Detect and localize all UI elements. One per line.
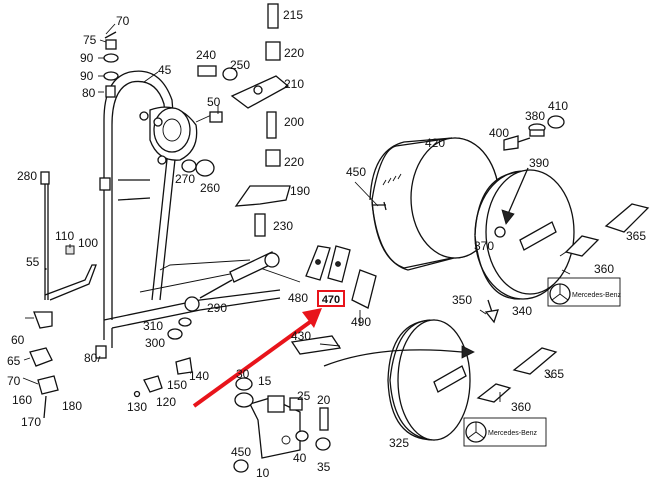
part-label[interactable]: 80 (84, 351, 98, 365)
part-label[interactable]: 90 (80, 51, 94, 65)
part-label[interactable]: 65 (7, 354, 21, 368)
assembly-arrow-head (461, 345, 475, 359)
part-label[interactable]: 450 (346, 165, 366, 179)
part-label[interactable]: 70 (116, 14, 130, 28)
part-label[interactable]: 280 (17, 169, 37, 183)
part-label[interactable]: 55 (26, 255, 40, 269)
pointer-arrow (507, 167, 529, 215)
part-label[interactable]: 230 (273, 219, 293, 233)
part-label[interactable]: 260 (200, 181, 220, 195)
part-label[interactable]: 200 (284, 115, 304, 129)
highlighted-part-box[interactable] (317, 290, 345, 307)
part-label[interactable]: 30 (236, 367, 250, 381)
part-label[interactable]: 90 (80, 69, 94, 83)
emblems (463, 203, 650, 447)
part-label[interactable]: 215 (283, 8, 303, 22)
part-label[interactable]: 480 (288, 291, 308, 305)
part-label[interactable]: 380 (525, 109, 545, 123)
cover-ring (474, 169, 575, 324)
part-label[interactable]: 140 (189, 369, 209, 383)
gas-strut (167, 251, 280, 340)
part-label[interactable]: 45 (158, 63, 172, 77)
part-label[interactable]: 110 (55, 229, 74, 243)
rod-assembly (29, 171, 97, 419)
part-label[interactable]: 270 (175, 172, 195, 186)
part-label[interactable]: 60 (11, 333, 25, 347)
part-label[interactable]: 75 (83, 33, 97, 47)
part-label[interactable]: 120 (156, 395, 176, 409)
part-label[interactable]: 40 (293, 451, 307, 465)
part-label[interactable]: 240 (196, 48, 216, 62)
part-label[interactable]: 100 (78, 236, 98, 250)
part-label[interactable]: 365 (626, 229, 646, 243)
leader-lines (22, 23, 571, 402)
part-labels: 70 75 90 90 80 45 215 220 240 250 210 50… (7, 8, 646, 479)
part-label[interactable]: 10 (256, 466, 270, 479)
assembly-arrow (323, 349, 463, 367)
part-label[interactable]: 490 (351, 315, 371, 329)
highlighted-part-number[interactable]: 470 (322, 294, 340, 306)
mount-bracket (233, 377, 331, 473)
part-label[interactable]: 170 (21, 415, 41, 429)
part-label[interactable]: 35 (317, 460, 331, 474)
part-label[interactable]: 360 (511, 400, 531, 414)
part-label[interactable]: 290 (207, 301, 227, 315)
part-label[interactable]: 300 (145, 336, 165, 350)
part-label[interactable]: 25 (297, 389, 311, 403)
part-label[interactable]: 370 (474, 239, 494, 253)
part-label[interactable]: 410 (548, 99, 568, 113)
top-column-parts (181, 3, 291, 237)
part-label[interactable]: 325 (389, 436, 409, 450)
pointer-arrow-head (501, 209, 515, 225)
clip-parts (305, 245, 377, 309)
part-label[interactable]: 15 (258, 374, 272, 388)
part-label[interactable]: 70 (7, 374, 21, 388)
part-label[interactable]: 130 (127, 400, 147, 414)
part-label[interactable]: 160 (12, 393, 32, 407)
part-label[interactable]: 450 (231, 445, 251, 459)
highlight-arrow (192, 320, 312, 408)
spare-wheel (387, 319, 471, 441)
part-label[interactable]: 310 (143, 319, 163, 333)
part-label[interactable]: 150 (167, 378, 187, 392)
part-label[interactable]: 350 (452, 293, 472, 307)
part-label[interactable]: 400 (489, 126, 509, 140)
cover-bolts (503, 115, 565, 151)
part-label[interactable]: 365 (544, 367, 564, 381)
decal (290, 335, 342, 355)
part-label[interactable]: 430 (291, 329, 311, 343)
part-label[interactable]: 180 (62, 399, 82, 413)
carrier-frame (103, 70, 301, 348)
part-label[interactable]: 420 (425, 136, 445, 150)
part-label[interactable]: 220 (284, 155, 304, 169)
part-label[interactable]: 250 (230, 58, 250, 72)
part-label[interactable]: 340 (512, 304, 532, 318)
part-label[interactable]: 220 (284, 46, 304, 60)
part-label[interactable]: 190 (290, 184, 310, 198)
highlight-arrow-head (302, 308, 322, 328)
part-label[interactable]: 390 (529, 156, 549, 170)
part-label[interactable]: 20 (317, 393, 331, 407)
part-label[interactable]: 50 (207, 95, 221, 109)
part-label[interactable]: 360 (594, 262, 614, 276)
small-hardware (95, 31, 193, 398)
part-label[interactable]: 210 (284, 77, 304, 91)
part-label[interactable]: 80 (82, 86, 96, 100)
brand-label: Mercedes-Benz (488, 430, 538, 437)
brand-label: Mercedes-Benz (572, 292, 622, 299)
